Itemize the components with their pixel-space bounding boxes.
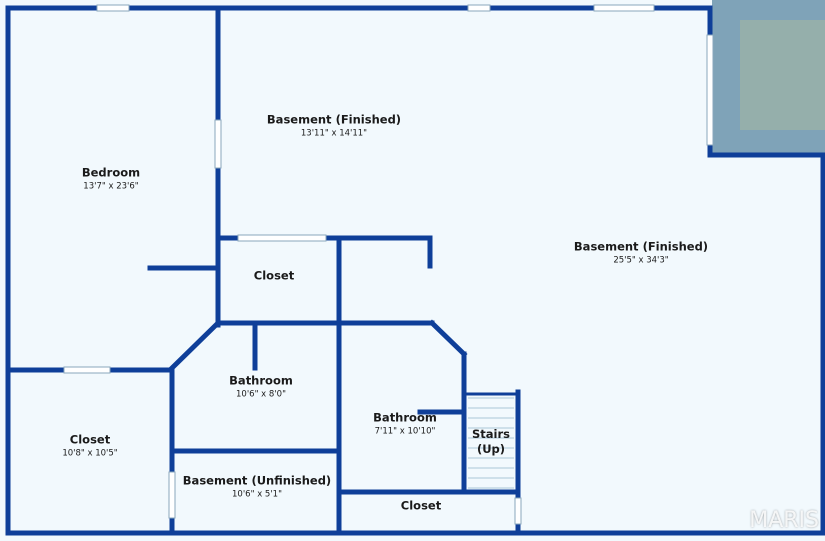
- room-basement-finished-2: Basement (Finished) 25'5" x 34'3": [574, 240, 708, 267]
- room-name: Closet: [253, 268, 295, 283]
- room-bathroom-2: Bathroom 7'11" x 10'10": [373, 411, 437, 438]
- door-opening: [514, 497, 522, 525]
- room-name: Bathroom: [229, 373, 293, 388]
- room-name: Stairs: [472, 427, 510, 441]
- room-dimensions: 7'11" x 10'10": [374, 426, 436, 437]
- door-opening: [237, 234, 327, 242]
- room-dimensions: 10'8" x 10'5": [62, 448, 118, 459]
- window: [706, 34, 714, 146]
- room-dimensions: 13'11" x 14'11": [300, 128, 368, 139]
- room-stairs: Stairs (Up): [472, 427, 510, 457]
- room-dimensions: 10'6" x 5'1": [232, 489, 282, 500]
- room-dimensions: 10'6" x 8'0": [236, 389, 286, 400]
- room-basement-finished-1: Basement (Finished) 13'11" x 14'11": [267, 113, 401, 140]
- door-opening: [63, 366, 111, 374]
- room-name: Basement (Finished): [573, 239, 709, 254]
- room-note: (Up): [476, 442, 506, 456]
- window: [467, 4, 491, 12]
- window: [593, 4, 655, 12]
- door-opening: [214, 119, 222, 169]
- room-dimensions: 13'7" x 23'6": [83, 181, 139, 192]
- room-name: Closet: [69, 432, 111, 447]
- exterior-foliage: [740, 20, 825, 130]
- room-name: Basement (Finished): [266, 112, 402, 127]
- door-opening: [168, 471, 176, 519]
- exterior-wall: [5, 5, 825, 536]
- room-closet-2: Closet 10'8" x 10'5": [62, 433, 117, 460]
- room-closet-3: Closet: [401, 499, 441, 514]
- room-name: Bedroom: [81, 165, 141, 180]
- room-name: Closet: [400, 498, 442, 513]
- watermark-logo: MARIS: [749, 508, 819, 533]
- room-name: Bathroom: [373, 410, 437, 425]
- bathroom-diagonal-wall: [168, 319, 222, 372]
- windows: [63, 4, 714, 525]
- window: [96, 4, 130, 12]
- room-closet-1: Closet: [254, 269, 294, 284]
- bathroom2-diagonal-wall: [428, 319, 468, 358]
- room-name: Basement (Unfinished): [182, 473, 332, 488]
- room-basement-unfinished: Basement (Unfinished) 10'6" x 5'1": [183, 474, 331, 501]
- stairs: [468, 397, 514, 489]
- room-dimensions: 25'5" x 34'3": [613, 255, 669, 266]
- room-bedroom: Bedroom 13'7" x 23'6": [82, 166, 140, 193]
- room-bathroom-1: Bathroom 10'6" x 8'0": [229, 374, 293, 401]
